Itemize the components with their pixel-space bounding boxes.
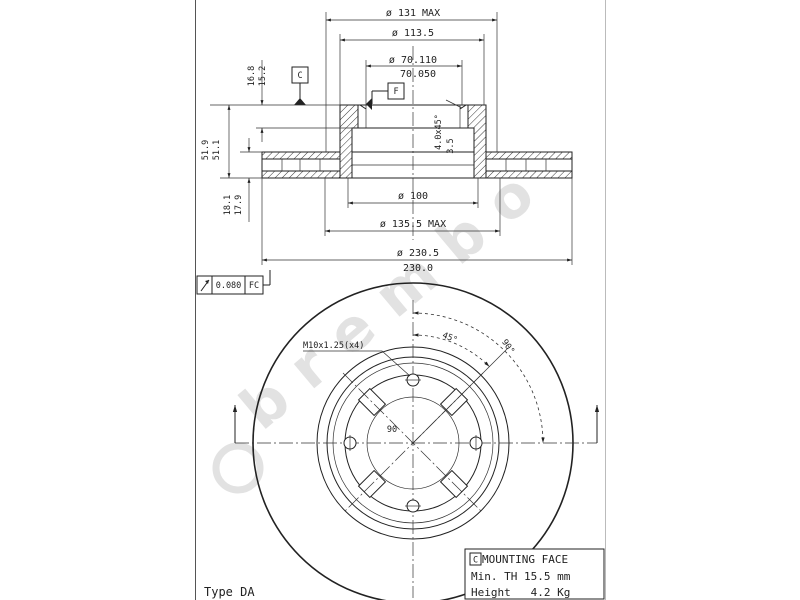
hat-section [339,104,487,179]
frame-lines [195,0,606,600]
dim-dia-230-min-label: 230.0 [403,263,433,274]
watermark-logo-icon [212,442,264,494]
min-thickness-label: Min. TH 15.5 mm [471,570,571,583]
dim-bore: ø 70.110 70.050 [365,55,463,105]
dim-thickness-min-label: 17.9 [234,195,244,215]
dim-dia-100-label: ø 100 [398,191,428,202]
runout-value: 0.080 [216,281,242,291]
notes-datum: C [473,556,478,566]
dim-hat-top: 16.8 15.2 [210,60,352,142]
dim-dia-113: ø 113.5 [339,28,485,105]
hub-angle-label: 90 [387,425,397,435]
runout-datums: FC [249,281,259,291]
dim-height: 51.9 51.1 [201,105,262,179]
dim-thickness: 18.1 17.9 [223,138,262,222]
dim-dia-113-label: ø 113.5 [392,28,434,39]
runout-arrow-icon [200,279,210,292]
dim-chamfer-depth-label: 3.5 [446,138,456,153]
dim-dia-135: ø 135.5 MAX [324,178,501,236]
dim-chamfer-label: 4.0x45° [434,114,444,150]
datum-c-label: C [297,71,302,81]
dim-chamfer: 4.0x45° 3.5 [434,99,463,154]
datum-f: F [366,82,405,110]
section-view: ø 131 MAX ø 113.5 ø 70.110 70.050 C F [196,8,573,295]
thread-label: M10x1.25(x4) [303,341,364,351]
dim-dia-230: ø 230.5 230.0 [261,178,573,274]
dim-dia-135-label: ø 135.5 MAX [380,219,446,230]
dim-dia-131-label: ø 131 MAX [386,8,440,19]
front-view: 45° 90° 90 M10x1.25(x4) [232,282,600,600]
dim-thickness-max-label: 18.1 [223,195,233,215]
notes-box: C MOUNTING FACE Min. TH 15.5 mm Height 4… [464,548,605,600]
dim-bore-max-label: ø 70.110 [389,55,437,66]
dim-bore-min-label: 70.050 [400,69,436,80]
datum-f-label: F [393,87,398,97]
thread-note: M10x1.25(x4) [303,341,411,377]
dim-dia-131: ø 131 MAX [325,8,498,152]
type-label: Type DA [204,585,255,599]
dim-dia-100: ø 100 [347,178,479,208]
runout-frame: 0.080 FC [196,270,271,295]
dim-height-min-label: 51.1 [212,140,222,160]
datum-c: C [291,66,309,105]
dim-dia-230-max-label: ø 230.5 [397,248,439,259]
dim-hat-top-min-label: 15.2 [258,66,268,86]
dim-height-max-label: 51.9 [201,140,211,160]
mounting-face-label: MOUNTING FACE [482,553,568,566]
weight-label: Height 4.2 Kg [471,586,570,599]
section-arrows [232,405,600,443]
dim-hat-top-max-label: 16.8 [247,66,257,86]
